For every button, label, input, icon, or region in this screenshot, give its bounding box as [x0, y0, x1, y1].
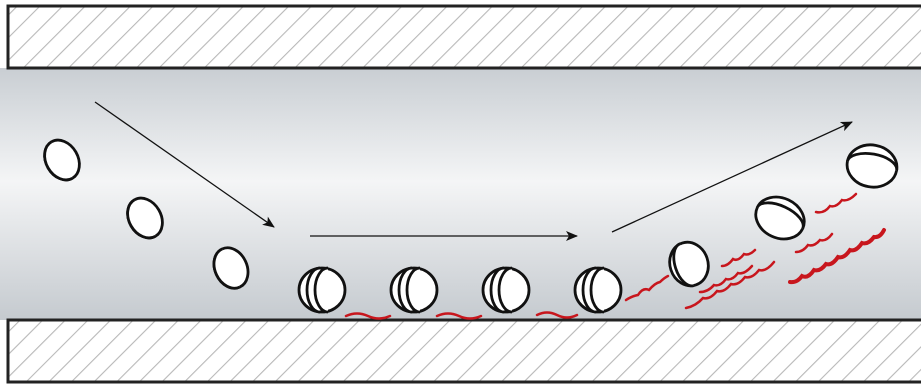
wave-1 — [344, 312, 392, 320]
particle-4 — [297, 266, 347, 314]
particle-6 — [481, 266, 531, 314]
flow-channel — [0, 68, 921, 320]
wave-9 — [794, 232, 834, 254]
wave-8 — [788, 228, 886, 285]
wave-6 — [698, 264, 754, 294]
wave-3 — [535, 311, 579, 319]
descending-arrow — [94, 101, 275, 228]
particle-1 — [43, 138, 81, 182]
bottom-wall — [6, 318, 921, 384]
particle-5 — [389, 266, 439, 314]
wave-5 — [684, 260, 776, 310]
particle-3 — [212, 246, 250, 290]
wave-4 — [624, 274, 670, 302]
top-wall — [6, 4, 921, 70]
particle-9 — [754, 195, 806, 241]
particle-10 — [845, 143, 899, 189]
wave-10 — [814, 192, 858, 214]
particle-7 — [573, 266, 623, 314]
ascending-arrow — [611, 121, 853, 233]
particle-8 — [668, 240, 710, 288]
particle-2 — [126, 196, 164, 240]
wave-2 — [435, 312, 483, 320]
wave-7 — [720, 248, 757, 268]
